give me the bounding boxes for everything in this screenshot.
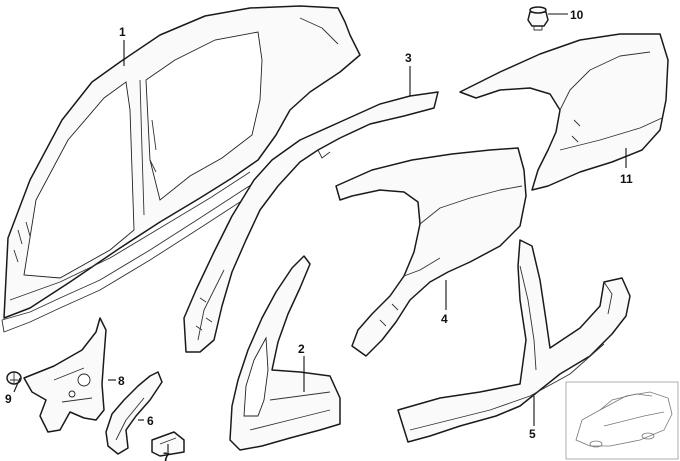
- callout-9: 9: [5, 392, 12, 406]
- callout-7: 7: [163, 450, 170, 461]
- clip-part-9[interactable]: [6, 371, 22, 385]
- callout-3: 3: [405, 51, 412, 65]
- callout-6: 6: [147, 414, 154, 428]
- bracket-part-8[interactable]: [23, 317, 107, 433]
- rear-quarter-part-11[interactable]: [459, 33, 669, 191]
- a-pillar-sill-part-2[interactable]: [229, 255, 341, 451]
- callout-5: 5: [529, 427, 536, 441]
- callout-1: 1: [119, 25, 126, 39]
- leader-lines: [13, 13, 627, 452]
- side-frame-part-1[interactable]: [1, 5, 361, 333]
- fastener-part-10[interactable]: [527, 6, 549, 31]
- callout-4: 4: [441, 312, 448, 326]
- callout-11: 11: [620, 172, 633, 186]
- reinforcement-part-6[interactable]: [105, 371, 163, 455]
- callout-8: 8: [118, 374, 125, 388]
- vehicle-thumbnail[interactable]: [565, 381, 679, 460]
- callout-10: 10: [570, 8, 584, 22]
- quarter-panel-part-4[interactable]: [335, 147, 527, 357]
- callout-2: 2: [298, 342, 305, 356]
- rocker-panel-part-5[interactable]: [397, 239, 631, 443]
- roof-rail-part-3[interactable]: [183, 91, 439, 353]
